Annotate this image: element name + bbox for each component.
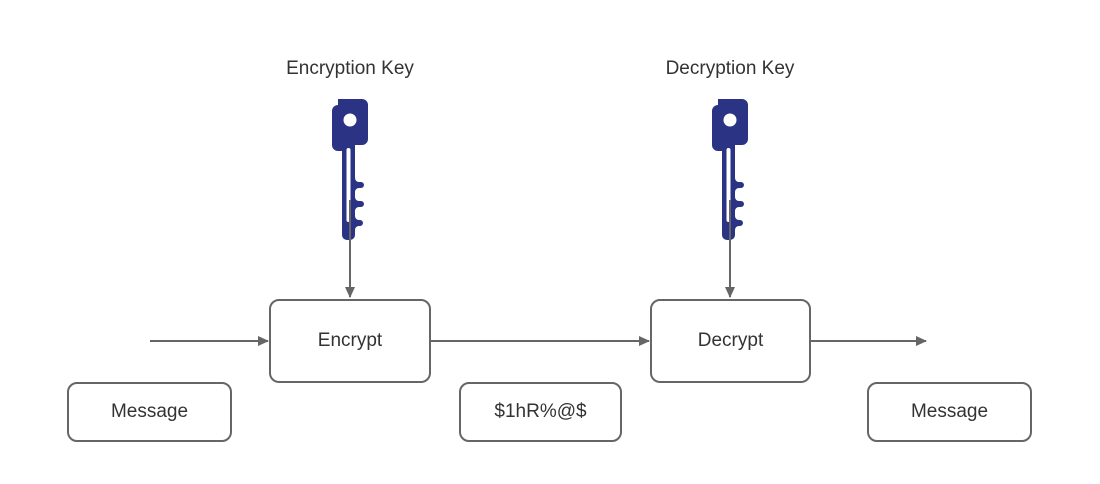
- process-box-encrypt[interactable]: [269, 299, 431, 383]
- process-label-decrypt: Decrypt: [697, 329, 764, 351]
- process-box-decrypt[interactable]: [650, 299, 811, 383]
- caption-decryption-key: Decryption Key: [665, 58, 795, 79]
- data-label-plaintext-in: Message: [110, 400, 189, 422]
- data-box-plaintext-out[interactable]: [867, 382, 1032, 442]
- caption-encryption-key: Encryption Key: [286, 58, 414, 79]
- data-label-ciphertext: $1hR%@$: [494, 400, 587, 422]
- data-label-plaintext-out: Message: [910, 400, 989, 422]
- data-box-ciphertext[interactable]: [459, 382, 622, 442]
- process-label-encrypt: Encrypt: [317, 329, 383, 351]
- data-box-plaintext-in[interactable]: [67, 382, 232, 442]
